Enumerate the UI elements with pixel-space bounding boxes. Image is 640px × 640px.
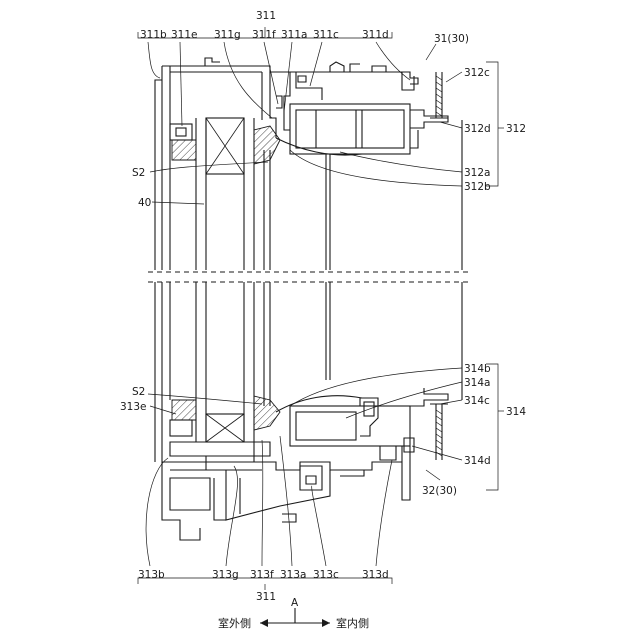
label-311-top: 311 [256,10,276,22]
label-313b: 313b [138,569,165,581]
label-outdoor: 室外側 [218,616,251,630]
label-arrow-a: A [291,597,299,609]
label-314a: 314a [464,377,490,389]
label-314d: 314d [464,455,491,467]
interior-frame-312 [276,72,462,270]
label-312c: 312c [464,67,490,79]
label-314b: 314b [464,363,491,375]
label-312d: 312d [464,123,491,135]
label-311-bottom: 311 [256,591,276,603]
leader-lines [146,42,462,566]
label-313c: 313c [313,569,339,581]
label-312a: 312a [464,167,490,179]
label-312b: 312b [464,181,491,193]
label-311a: 311a [281,29,307,41]
label-32-30: 32(30) [422,485,457,497]
label-312: 312 [506,123,526,135]
label-31-30: 31(30) [434,33,469,45]
callout-labels: 311 311b 311e 311g 311f 311a 311c 311d 3… [120,10,526,630]
label-314: 314 [506,406,526,418]
direction-arrow [260,608,330,627]
label-311d: 311d [362,29,389,41]
label-s2-bottom: S2 [132,386,145,398]
label-313d: 313d [362,569,389,581]
label-313g: 313g [212,569,239,581]
label-311f: 311f [252,29,276,41]
label-s2-top: S2 [132,167,145,179]
glass-unit-upper [196,118,280,270]
break-lines [148,272,470,282]
label-314c: 314c [464,395,490,407]
interior-frame-314 [276,388,448,500]
label-313e: 313e [120,401,147,413]
label-313f: 313f [250,569,274,581]
label-indoor: 室内側 [336,616,369,630]
label-313a: 313a [280,569,306,581]
screw-upper-icon [430,72,448,118]
label-40: 40 [138,197,151,209]
label-311g: 311g [214,29,241,41]
label-311b: 311b [140,29,167,41]
label-311e: 311e [171,29,198,41]
label-311c: 311c [313,29,339,41]
upper-glazing-block [170,124,196,160]
